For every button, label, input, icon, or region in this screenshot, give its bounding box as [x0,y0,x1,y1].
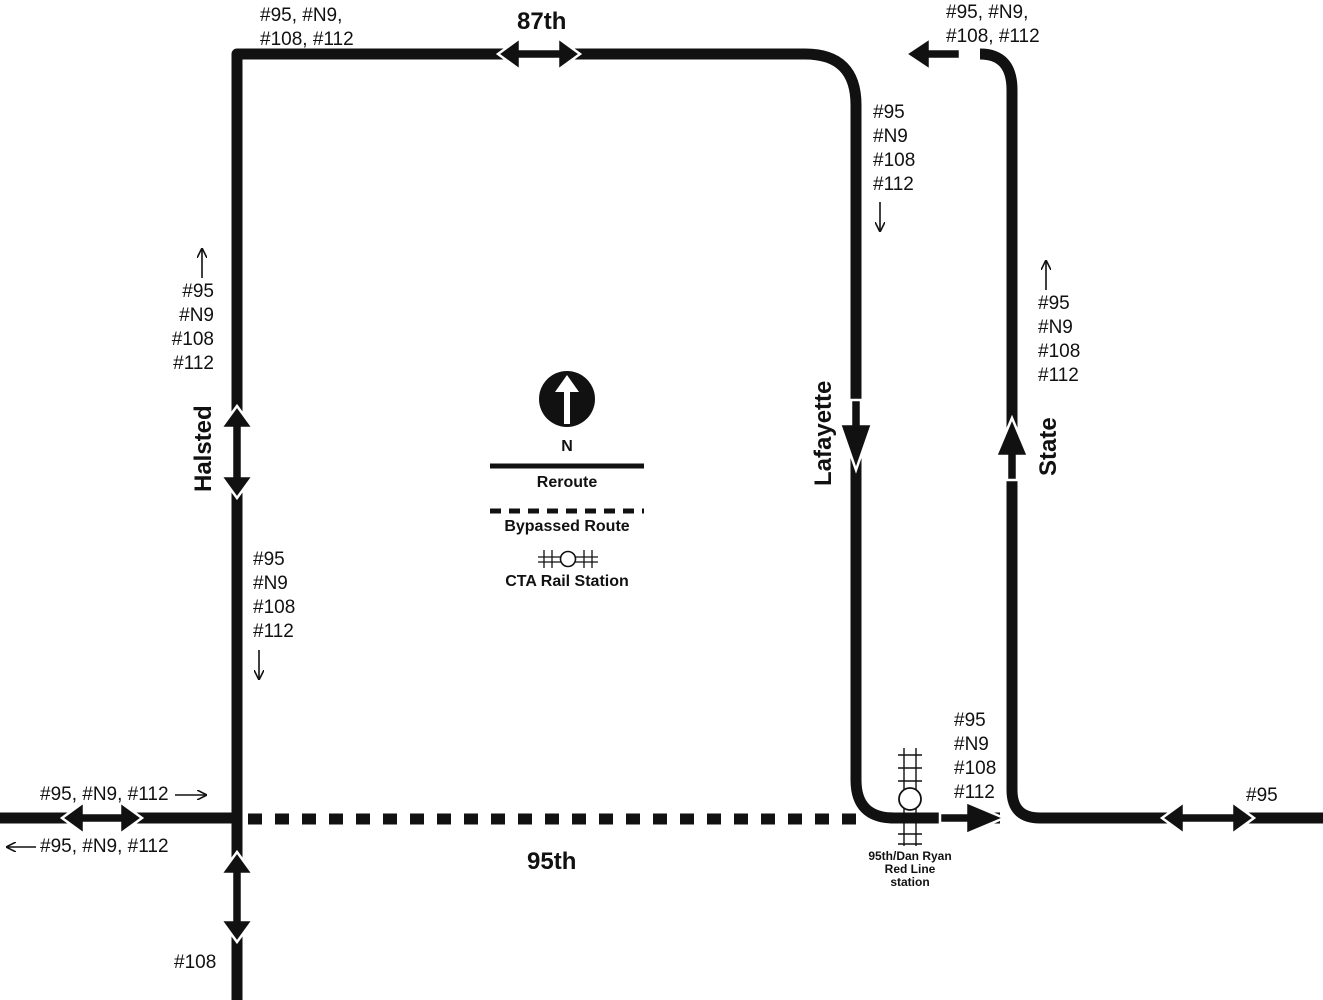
route-line: #108, #112 [946,26,1040,47]
routes-label-west-westbound: #95, #N9, #112 [40,836,169,857]
arrow-87th-both [495,35,583,73]
station-symbol [898,748,922,846]
arrow-95th-eastbound [938,800,1008,836]
route-line: #95 [954,710,986,731]
route-line: #112 [173,353,214,374]
routes-label-top-right: #95, #N9, #108, #112 [946,1,1040,49]
arrow-halsted-both [218,403,256,501]
route-line: #108, #112 [260,29,354,50]
routes-label-station-east: #95 #N9 #108 #112 [954,709,996,805]
routes-label-top-left: #95, #N9, #108, #112 [260,4,354,52]
street-label-state: State [1035,417,1062,476]
route-line: #N9 [954,734,989,755]
route-line: #108 [873,150,916,171]
route-line: #N9 [1038,317,1073,338]
route-line: #95 [182,281,214,302]
routes-label-south-halsted: #108 [174,952,217,973]
route-line: #95, #N9, [946,2,1029,23]
legend-bypassed-label: Bypassed Route [504,518,630,535]
routes-label-halsted-upper: #95 #N9 #108 #112 [170,280,214,376]
state-reroute-line [979,48,1323,824]
street-label-95th: 95th [527,848,577,875]
arrow-east-95th-both [1159,799,1257,837]
routes-label-state: #95 #N9 #108 #112 [1038,292,1080,388]
station-label-line: 95th/Dan Ryan [868,849,952,863]
route-line: #108 [954,758,997,779]
route-line: #95 [253,549,285,570]
station-label: 95th/Dan Ryan Red Line station [855,850,965,889]
route-line: #N9 [253,573,288,594]
route-line: #108 [171,329,214,350]
routes-label-west-eastbound: #95, #N9, #112 [40,784,169,805]
route-line: #95, #N9, [260,5,343,26]
street-label-87th: 87th [517,8,567,35]
arrow-state-northbound [994,414,1030,482]
route-line: #108 [1038,341,1081,362]
route-line: #N9 [179,305,214,326]
route-line: #112 [253,621,294,642]
legend-rail-station-label: CTA Rail Station [505,573,629,590]
station-label-line: station [890,875,930,889]
route-line: #112 [873,174,914,195]
route-line: #N9 [873,126,908,147]
arrow-west-95th-both [59,799,145,837]
legend-north-label: N [561,438,573,455]
legend-rail-station-icon [538,550,598,568]
route-line: #95 [873,102,905,123]
north-compass-icon [539,371,595,427]
route-line: #108 [253,597,296,618]
arrow-lafayette-southbound [838,398,874,474]
street-label-halsted: Halsted [190,405,217,492]
routes-label-halsted-lower: #95 #N9 #108 #112 [253,548,295,644]
street-label-lafayette: Lafayette [810,380,837,486]
route-line: #112 [1038,365,1079,386]
route-line: #95 [1038,293,1070,314]
halsted-reroute-line [231,48,805,1000]
arrow-87th-westbound [903,35,962,73]
station-label-line: Red Line [884,862,936,876]
route-line: #112 [954,782,995,803]
routes-label-east-end: #95 [1246,785,1278,806]
legend-reroute-label: Reroute [536,474,598,491]
routes-label-lafayette: #95 #N9 #108 #112 [873,101,915,197]
arrow-halsted-south-both [218,849,256,945]
